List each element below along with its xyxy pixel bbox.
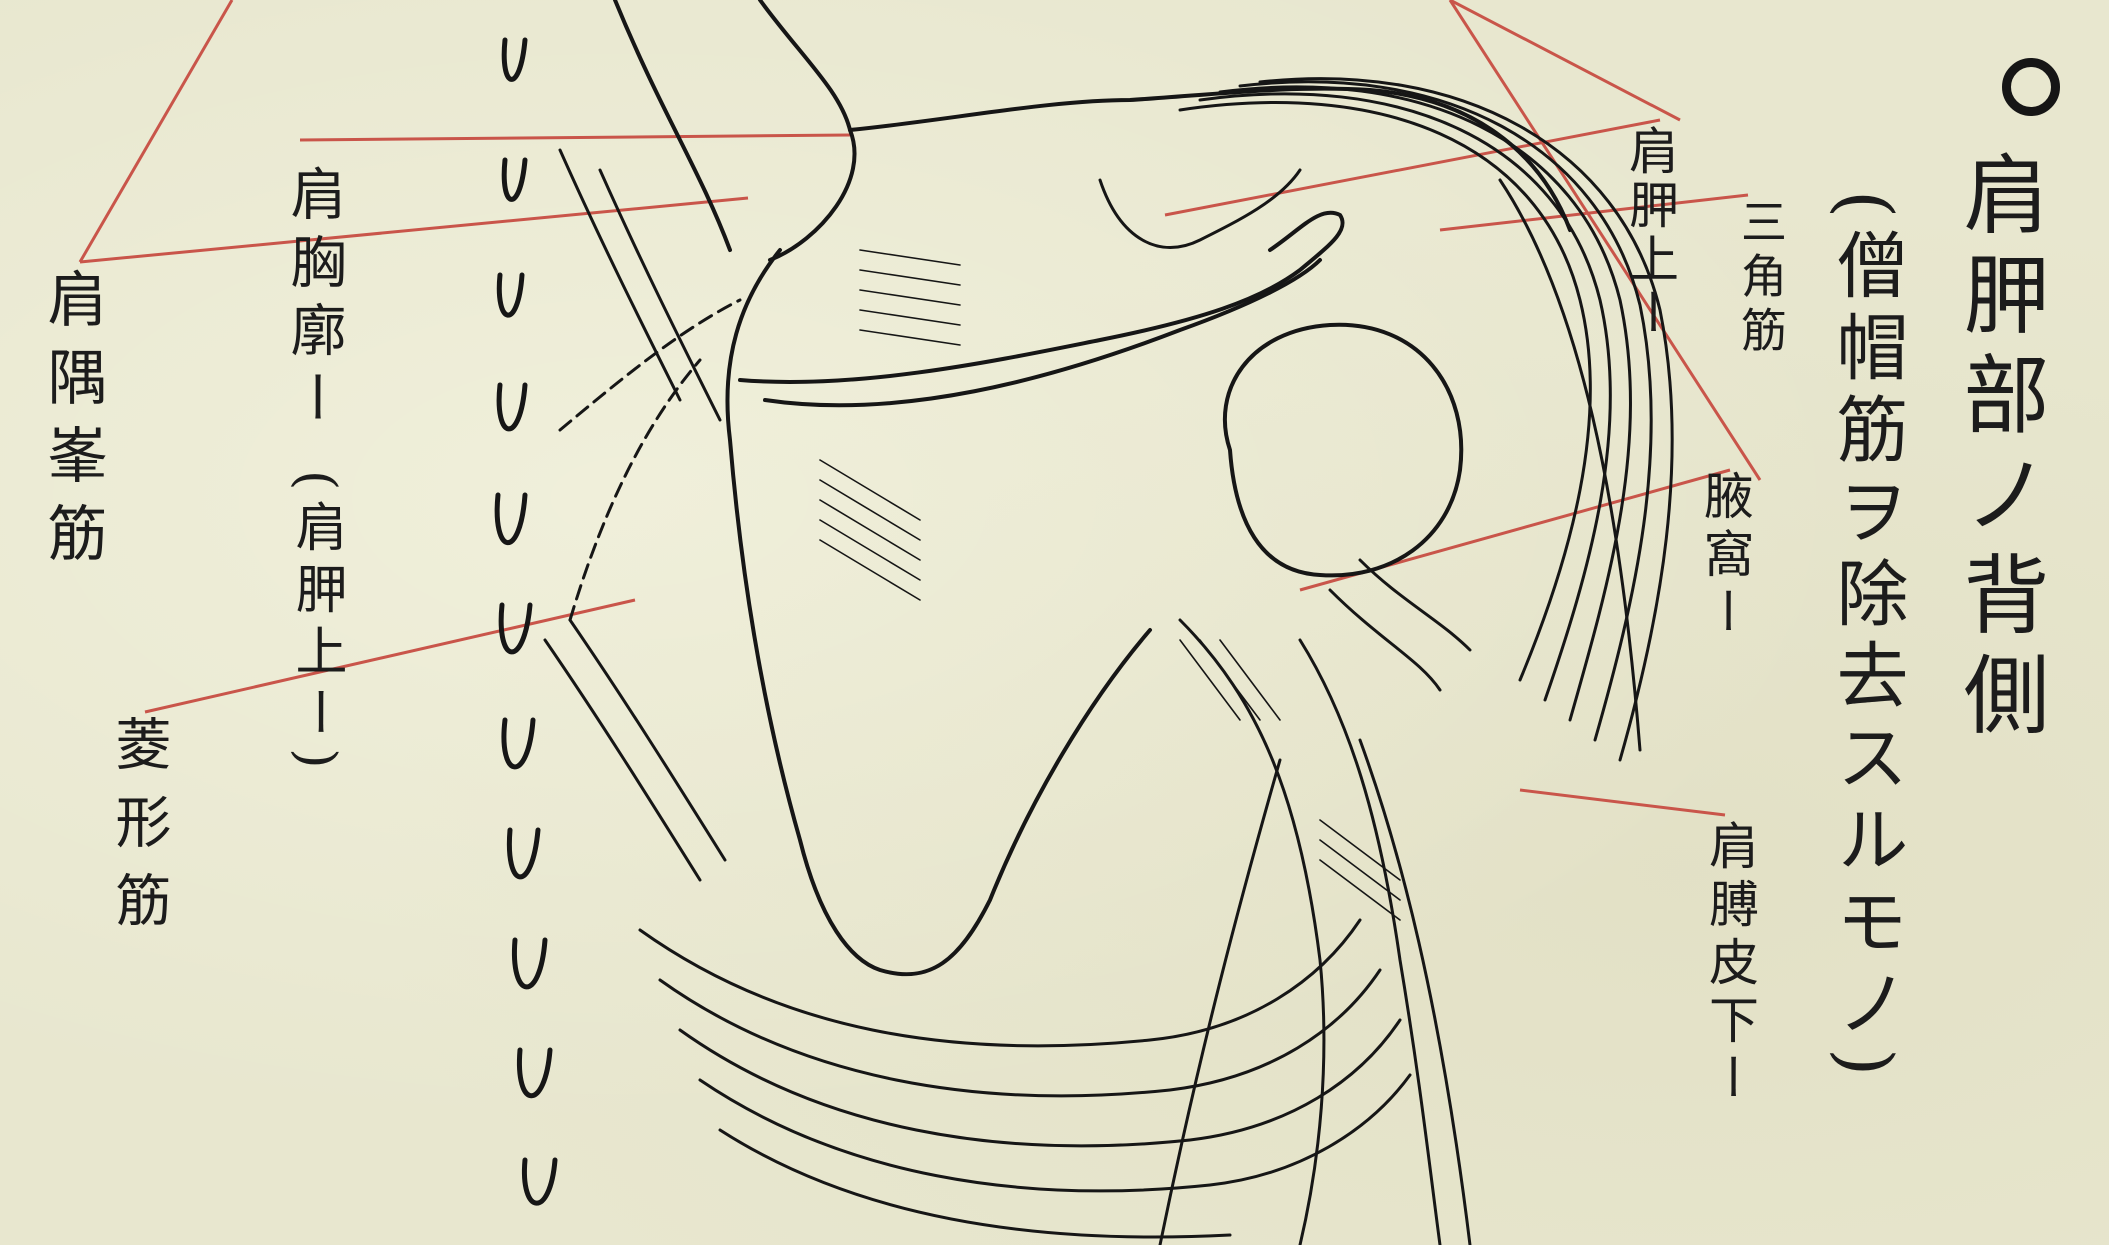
leader-skin: [1520, 790, 1725, 815]
label-acromion-muscle: 肩隅峯筋: [42, 268, 102, 580]
label-rhomboid: 菱形筋: [110, 715, 166, 949]
scapular-spine: [765, 260, 1320, 405]
label-scapula-upper: 肩胛上ー: [1625, 125, 1675, 341]
leader-scapula-upper-a: [1165, 120, 1660, 215]
title-main: 肩胛部ノ背側: [1955, 150, 2041, 750]
rhomboid-fibers: [545, 150, 725, 880]
humeral-head: [1225, 325, 1461, 576]
scapula-outline: [727, 250, 1150, 974]
title-circle-mark: [2002, 58, 2060, 116]
lower-muscle-lines: [1160, 620, 1470, 1245]
neck-outline-right: [760, 0, 855, 260]
deltoid-fibers: [1180, 79, 1672, 760]
leader-acromion-upper: [80, 0, 232, 262]
leader-scapula-upper-b: [1450, 0, 1680, 120]
vessels: [560, 170, 1470, 690]
neck-outline-left: [615, 0, 730, 250]
label-deltoid: 三角筋: [1738, 198, 1784, 360]
leader-deltoid-long: [1450, 0, 1760, 480]
title-note: (僧帽筋ヲ除去スルモノ): [1830, 190, 1902, 1086]
label-shoulder-chest-artery: 肩胸廓ー: [285, 165, 341, 437]
label-axillary: 腋窩ー: [1700, 470, 1750, 644]
leader-rhomboid: [145, 600, 635, 712]
label-shoulder-skin: 肩膊皮下ー: [1705, 820, 1755, 1110]
latissimus-fibers: [640, 920, 1410, 1237]
leader-acromion-lower: [80, 198, 748, 262]
label-shoulder-blade-paren: (肩胛上ー): [290, 470, 342, 779]
leader-chest-artery: [300, 135, 850, 140]
anatomy-ink: [497, 0, 1672, 1245]
